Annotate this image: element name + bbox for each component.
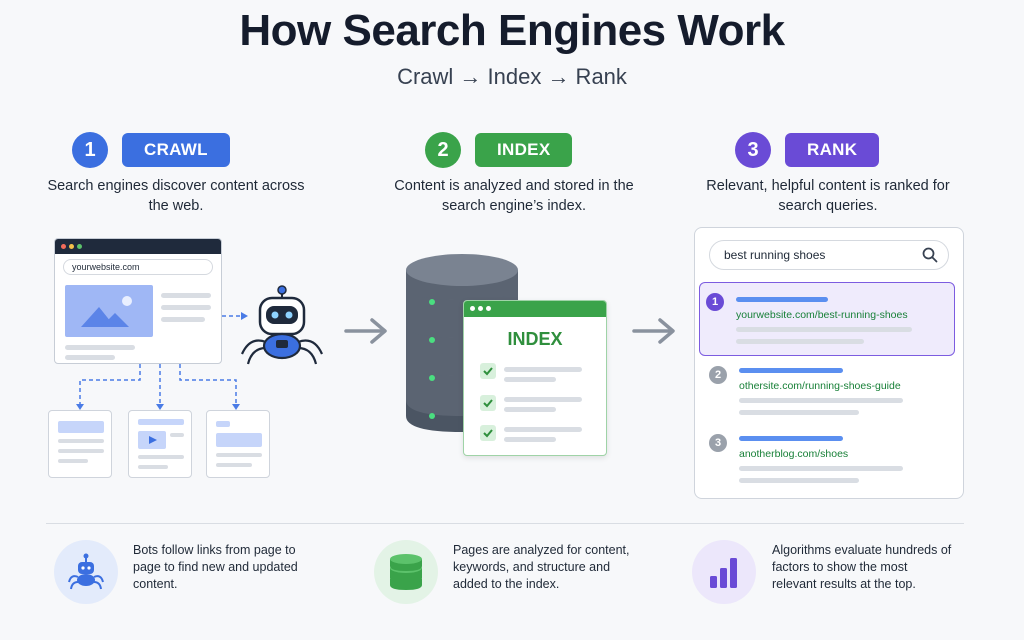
check-icon <box>480 363 496 384</box>
search-icon[interactable] <box>922 247 938 268</box>
crawl-arrow <box>222 312 248 320</box>
step-crawl-description: Search engines discover content across t… <box>47 178 305 214</box>
index-summary-text: Pages are analyzed for content, keywords… <box>453 543 630 591</box>
section-divider <box>46 523 964 524</box>
crawl-summary-text: Bots follow links from page to page to f… <box>133 543 298 591</box>
page-title: How Search Engines Work <box>239 6 785 55</box>
search-query-text: best running shoes <box>724 248 826 262</box>
step-index-description: Content is analyzed and stored in the se… <box>394 178 634 214</box>
result-url[interactable]: othersite.com/running-shoes-guide <box>739 380 901 392</box>
index-card: INDEX <box>463 300 607 456</box>
flow-arrow-icon <box>632 318 675 344</box>
image-placeholder-icon <box>65 285 153 337</box>
linked-page-card <box>128 410 192 478</box>
page-subtitle: Crawl → Index → Rank <box>397 64 627 89</box>
step-number-3: 3 <box>735 132 771 168</box>
result-url[interactable]: anotherblog.com/shoes <box>739 448 849 460</box>
step-crawl-header: 1 CRAWL <box>72 132 230 168</box>
step-label-crawl: CRAWL <box>122 133 230 167</box>
link-arrows <box>76 364 240 410</box>
browser-titlebar <box>55 239 221 254</box>
search-box[interactable]: best running shoes <box>709 240 949 270</box>
step-label-index: INDEX <box>475 133 573 167</box>
check-icon <box>480 395 496 416</box>
step-number-2: 2 <box>425 132 461 168</box>
linked-page-card <box>48 410 112 478</box>
video-icon <box>138 431 166 449</box>
result-rank-badge: 3 <box>709 434 727 452</box>
step-index-header: 2 INDEX <box>425 132 573 168</box>
browser-window: yourwebsite.com <box>54 238 222 364</box>
step-rank-description: Relevant, helpful content is ranked for … <box>706 178 950 214</box>
step-number-1: 1 <box>72 132 108 168</box>
window-dot-icon <box>61 244 66 249</box>
result-rank-badge: 2 <box>709 366 727 384</box>
index-card-titlebar <box>464 301 606 317</box>
result-url[interactable]: yourwebsite.com/best-running-shoes <box>736 309 908 321</box>
check-icon <box>480 425 496 446</box>
rank-summary-text: Algorithms evaluate hundreds of factors … <box>772 543 952 591</box>
bar-chart-icon <box>692 540 756 604</box>
window-dot-icon <box>69 244 74 249</box>
crawler-bot-icon <box>240 285 324 365</box>
search-result-1[interactable]: 1 yourwebsite.com/best-running-shoes <box>699 282 955 356</box>
spider-icon <box>54 540 118 604</box>
database-icon <box>374 540 438 604</box>
result-rank-badge: 1 <box>706 293 724 311</box>
search-results-panel: best running shoes 1 yourwebsite.com/bes… <box>694 227 964 499</box>
flow-arrow-icon <box>344 318 387 344</box>
window-dot-icon <box>77 244 82 249</box>
search-result-2[interactable]: 2 othersite.com/running-shoes-guide <box>699 366 955 422</box>
step-rank-header: 3 RANK <box>735 132 880 168</box>
step-label-rank: RANK <box>785 133 880 167</box>
search-result-3[interactable]: 3 anotherblog.com/shoes <box>699 434 955 490</box>
linked-page-card <box>206 410 270 478</box>
index-card-title: INDEX <box>507 329 563 349</box>
browser-address-bar: yourwebsite.com <box>63 259 213 275</box>
